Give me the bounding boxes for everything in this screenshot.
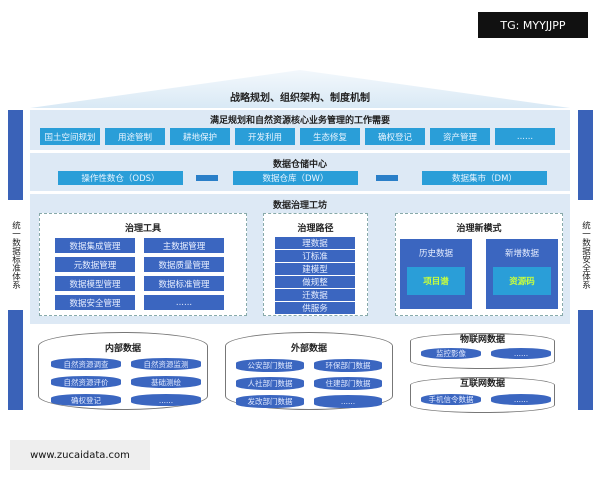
tool-item: 主数据管理 — [144, 238, 224, 253]
tool-item: 数据标准管理 — [144, 276, 224, 291]
internal-data-item: 自然资源评价 — [51, 376, 121, 388]
dm-box: 数据集市（DM） — [422, 171, 547, 185]
path-step: 订标准 — [275, 250, 355, 262]
internal-title: 内部数据 — [104, 344, 141, 354]
tool-item: 数据安全管理 — [55, 295, 135, 310]
new-label: 新增数据 — [504, 249, 539, 259]
warehouse-panel: 数据仓储中心 操作性数仓（ODS） 数据仓库（DW） 数据集市（DM） — [30, 153, 570, 191]
iot-data-item: ...... — [491, 348, 551, 359]
history-data-box: 历史数据 项目谱 — [400, 239, 472, 309]
left-side-label: 统一数据标准体系 — [8, 200, 23, 310]
new-data-box: 新增数据 资源码 — [486, 239, 558, 309]
external-data-item: ...... — [314, 395, 382, 408]
path-step: 迁数据 — [275, 289, 355, 301]
business-title: 满足规划和自然资源核心业务管理的工作需要 — [209, 116, 390, 126]
arrow-icon — [376, 175, 398, 181]
internet-title: 互联网数据 — [459, 379, 505, 389]
workshop-panel: 数据治理工坊 治理工具 数据集成管理主数据管理元数据管理数据质量管理数据模型管理… — [30, 194, 570, 324]
business-item: 生态修复 — [300, 128, 360, 145]
history-label: 历史数据 — [418, 249, 453, 259]
external-cylinder: 外部数据 公安部门数据环保部门数据人社部门数据住建部门数据发改部门数据.....… — [225, 332, 393, 410]
roof-title: 战略规划、组织架构、制度机制 — [230, 93, 370, 104]
internal-data-item: ...... — [131, 394, 201, 406]
path-step: 建模型 — [275, 263, 355, 275]
watermark-tag-top: TG: MYYJJPP — [478, 12, 588, 38]
iot-title: 物联网数据 — [459, 335, 505, 345]
path-step: 做规整 — [275, 276, 355, 288]
dw-box: 数据仓库（DW） — [233, 171, 358, 185]
watermark-tag-bottom: www.zucaidata.com — [10, 440, 150, 470]
path-title: 治理路径 — [297, 224, 334, 234]
business-item: 用途管制 — [105, 128, 165, 145]
external-data-item: 人社部门数据 — [236, 377, 304, 390]
external-data-item: 公安部门数据 — [236, 359, 304, 372]
internal-data-item: 确权登记 — [51, 394, 121, 406]
path-box: 治理路径 理数据订标准建模型做规整迁数据供服务 — [263, 213, 368, 316]
tool-item: 数据集成管理 — [55, 238, 135, 253]
internal-cylinder: 内部数据 自然资源调查自然资源监测自然资源评价基础测绘确权登记...... — [38, 332, 208, 410]
arrow-icon — [196, 175, 218, 181]
iot-data-item: 监控影像 — [421, 348, 481, 359]
internet-data-item: 手机信令数据 — [421, 394, 481, 405]
history-tag: 项目谱 — [407, 267, 465, 295]
workshop-title: 数据治理工坊 — [272, 201, 327, 211]
mode-box: 治理新模式 历史数据 项目谱 新增数据 资源码 — [395, 213, 563, 316]
business-panel: 满足规划和自然资源核心业务管理的工作需要 国土空间规划用途管制耕地保护开发利用生… — [30, 110, 570, 150]
iot-cylinder: 物联网数据 监控影像...... — [410, 333, 555, 369]
business-item: ...... — [495, 128, 555, 145]
path-step: 理数据 — [275, 237, 355, 249]
path-step: 供服务 — [275, 302, 355, 314]
tool-item: ...... — [144, 295, 224, 310]
sources-panel: 内部数据 自然资源调查自然资源监测自然资源评价基础测绘确权登记...... 外部… — [30, 326, 570, 416]
internet-cylinder: 互联网数据 手机信令数据...... — [410, 377, 555, 413]
ods-box: 操作性数仓（ODS） — [58, 171, 183, 185]
tool-item: 数据质量管理 — [144, 257, 224, 272]
external-data-item: 住建部门数据 — [314, 377, 382, 390]
business-item: 耕地保护 — [170, 128, 230, 145]
internal-data-item: 自然资源调查 — [51, 358, 121, 370]
new-tag: 资源码 — [493, 267, 551, 295]
external-data-item: 发改部门数据 — [236, 395, 304, 408]
mode-title: 治理新模式 — [456, 224, 502, 234]
business-item: 开发利用 — [235, 128, 295, 145]
tools-box: 治理工具 数据集成管理主数据管理元数据管理数据质量管理数据模型管理数据标准管理数… — [39, 213, 247, 316]
tools-title: 治理工具 — [124, 224, 161, 234]
external-title: 外部数据 — [290, 344, 327, 354]
right-side-label: 统一数据安全体系 — [578, 200, 593, 310]
internal-data-item: 基础测绘 — [131, 376, 201, 388]
tool-item: 数据模型管理 — [55, 276, 135, 291]
business-item: 国土空间规划 — [40, 128, 100, 145]
business-item: 资产管理 — [430, 128, 490, 145]
warehouse-title: 数据仓储中心 — [272, 160, 327, 170]
external-data-item: 环保部门数据 — [314, 359, 382, 372]
internal-data-item: 自然资源监测 — [131, 358, 201, 370]
internet-data-item: ...... — [491, 394, 551, 405]
business-item: 确权登记 — [365, 128, 425, 145]
tool-item: 元数据管理 — [55, 257, 135, 272]
